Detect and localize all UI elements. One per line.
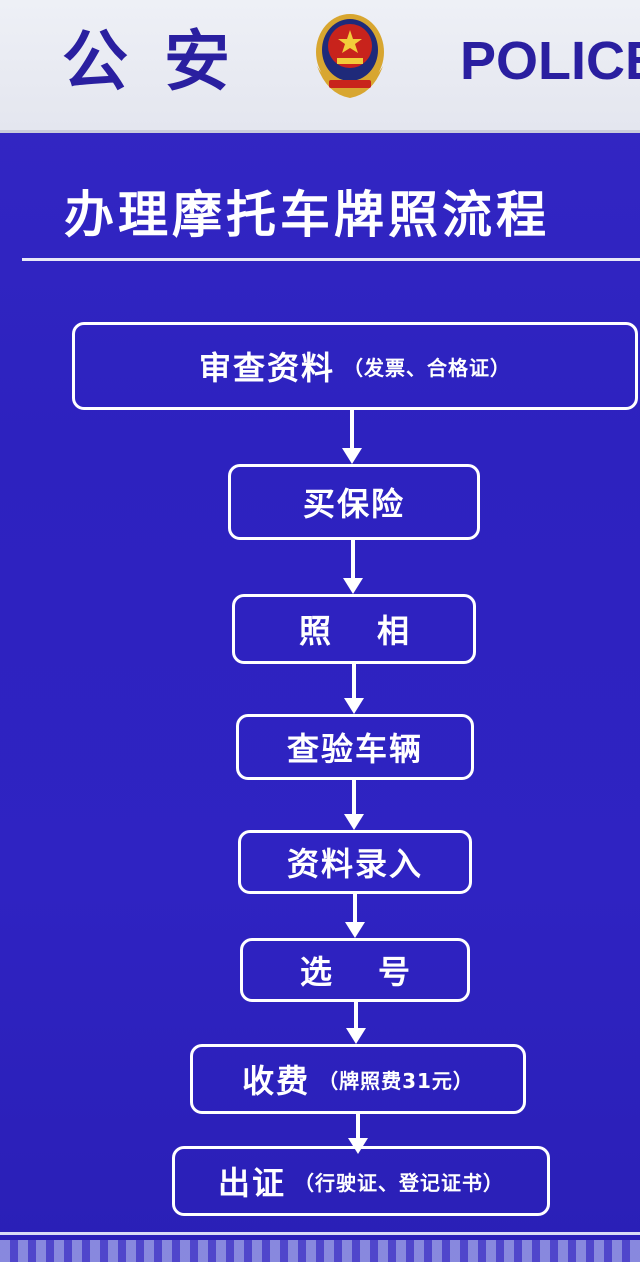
bottom-divider	[0, 1232, 640, 1235]
title-divider	[22, 258, 640, 261]
step-label: 审查资料	[198, 349, 335, 387]
header-title-cn: 公安	[62, 23, 266, 100]
step-label: 查验车辆	[286, 730, 423, 768]
arrow-down-icon	[344, 664, 364, 714]
header-band: 公安 POLICE	[0, 0, 640, 133]
header-title-en: POLICE	[460, 31, 640, 91]
step-review-documents: 审查资料 （发票、合格证）	[72, 322, 638, 410]
step-label: 照相	[298, 612, 455, 650]
police-emblem-icon	[316, 14, 384, 98]
step-label: 出证	[217, 1164, 286, 1202]
step-note: （牌照费31元）	[318, 1068, 474, 1093]
step-label: 收费	[242, 1062, 311, 1100]
arrow-down-icon	[346, 1002, 366, 1044]
arrow-down-icon	[342, 410, 362, 464]
arrow-down-icon	[344, 780, 364, 830]
step-issue-certificate: 出证 （行驶证、登记证书）	[172, 1146, 550, 1216]
arrow-down-icon	[343, 540, 363, 594]
step-select-number: 选号	[240, 938, 470, 1002]
step-note: （行驶证、登记证书）	[294, 1170, 504, 1195]
step-vehicle-inspection: 查验车辆	[236, 714, 474, 780]
step-label: 选号	[299, 953, 456, 991]
sign-title: 办理摩托车牌照流程	[64, 186, 550, 244]
step-label: 买保险	[302, 485, 405, 523]
step-note: （发票、合格证）	[343, 355, 511, 380]
bottom-pattern-band	[0, 1240, 640, 1262]
step-data-entry: 资料录入	[238, 830, 472, 894]
arrow-down-icon	[345, 894, 365, 938]
step-label: 资料录入	[286, 845, 423, 883]
step-photo: 照相	[232, 594, 476, 664]
step-payment: 收费 （牌照费31元）	[190, 1044, 526, 1114]
step-buy-insurance: 买保险	[228, 464, 480, 540]
